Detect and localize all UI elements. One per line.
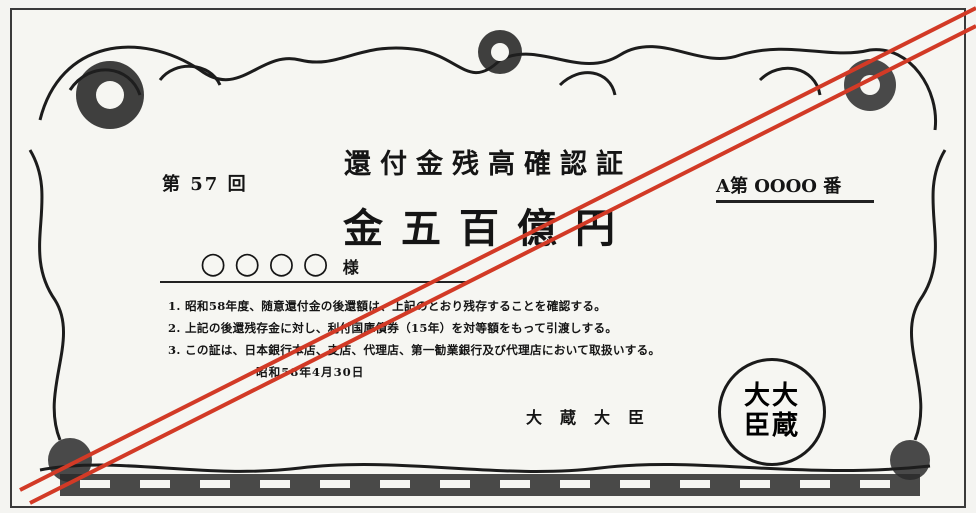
clause-3: 3. この証は、日本銀行本店、支店、代理店、第一勧業銀行及び代理店において取扱い… — [168, 343, 661, 357]
seal-text: 大大 臣蔵 — [743, 381, 800, 441]
holder-name: ○○○○ — [200, 246, 337, 281]
signer-title: 大蔵大臣 — [526, 408, 663, 427]
holder-name-line: ○○○○ 様 — [160, 246, 470, 283]
honorific: 様 — [342, 258, 359, 277]
issue-date: 昭和58年4月30日 — [256, 365, 365, 379]
amount: 金五百億円 — [343, 205, 633, 252]
clause-1: 1. 昭和58年度、随意還付金の後還額は、上記のとおり残存することを確認する。 — [168, 299, 607, 313]
official-seal: 大大 臣蔵 — [718, 358, 826, 466]
issue-number: 第 57 回 — [162, 174, 248, 195]
clause-2: 2. 上記の後還残存金に対し、利付国庫債券（15年）を対等額をもって引渡しする。 — [168, 321, 618, 335]
